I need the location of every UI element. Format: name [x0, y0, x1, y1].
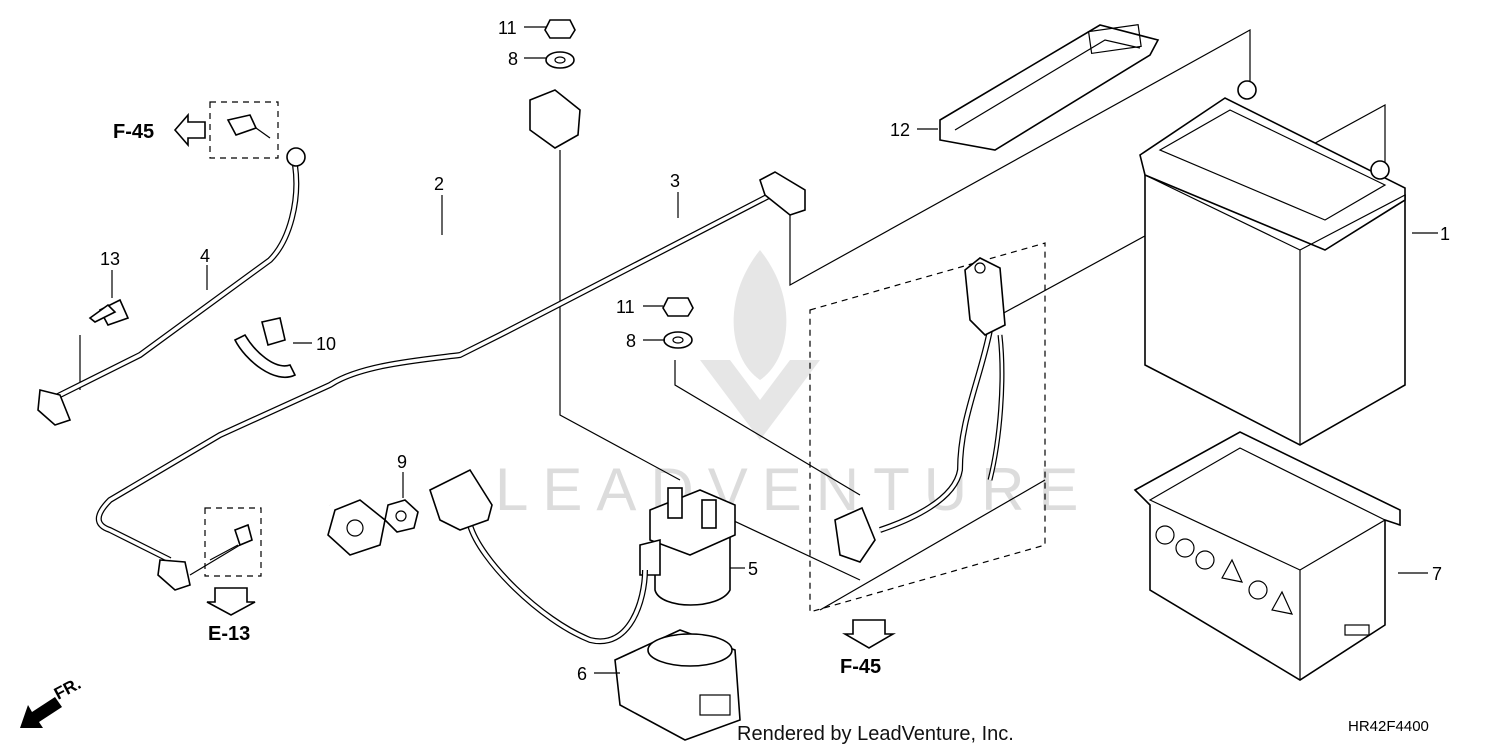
battery	[1139, 80, 1406, 446]
bolt-bottom	[209, 523, 253, 561]
bolt-detail-box-bottom	[204, 507, 262, 577]
battery-positive-cable	[834, 257, 1006, 563]
reference-f45-left-label[interactable]: F-45	[113, 121, 154, 143]
part-number-2: 2	[434, 174, 444, 194]
front-arrow-icon	[20, 697, 62, 728]
reference-f45-bottom-label[interactable]: F-45	[840, 656, 881, 678]
part-number-3: 3	[670, 171, 680, 191]
reference-e13[interactable]: E-13	[206, 587, 256, 645]
relay-cover	[614, 629, 741, 741]
part-number-8-top: 8	[508, 49, 518, 69]
rendered-by-text: Rendered by LeadVenture, Inc.	[737, 723, 1014, 745]
cable-starter-battery	[187, 89, 581, 556]
relay-connector-cable	[429, 468, 648, 645]
bolt-13	[88, 298, 130, 326]
nut-9	[384, 499, 419, 533]
reference-e13-label[interactable]: E-13	[208, 623, 250, 645]
reference-f45-left[interactable]: F-45	[113, 112, 206, 148]
washer-8-mid	[663, 331, 693, 349]
leader-lines	[79, 28, 1386, 611]
battery-box	[1133, 431, 1401, 681]
bolt-detail-box-top	[209, 101, 279, 159]
bolt-top	[226, 114, 271, 139]
part-number-6: 6	[577, 664, 587, 684]
part-number-13: 13	[100, 249, 120, 269]
part-number-5: 5	[748, 559, 758, 579]
part-number-4: 4	[200, 246, 210, 266]
reference-f45-bottom[interactable]: F-45	[840, 619, 896, 678]
watermark-text: LEADVENTURE	[495, 456, 1092, 523]
washer-8-top	[545, 51, 575, 69]
nut-11-top	[544, 19, 576, 39]
nut-11-mid	[662, 297, 694, 317]
ground-cable	[37, 147, 306, 426]
watermark: LEADVENTURE	[495, 250, 1092, 523]
starter-relay	[639, 487, 736, 606]
diagram-code: HR42F4400	[1348, 718, 1429, 735]
part-number-12: 12	[890, 120, 910, 140]
callouts: 1 2 3 4 5 6 7 8 8 9 10 11 11 12 13	[100, 18, 1450, 684]
part-number-11-mid: 11	[616, 297, 635, 317]
cable-tie	[233, 317, 297, 378]
part-number-8-mid: 8	[626, 331, 636, 351]
part-number-10: 10	[316, 334, 336, 354]
part-number-9: 9	[397, 452, 407, 472]
front-direction-indicator: FR.	[20, 674, 84, 728]
part-number-7: 7	[1432, 564, 1442, 584]
part-number-11-top: 11	[498, 18, 517, 38]
battery-strap	[939, 23, 1160, 151]
cable-battery-frame	[95, 171, 806, 591]
cable-detail-box	[809, 242, 1046, 613]
part-number-1: 1	[1440, 224, 1450, 244]
